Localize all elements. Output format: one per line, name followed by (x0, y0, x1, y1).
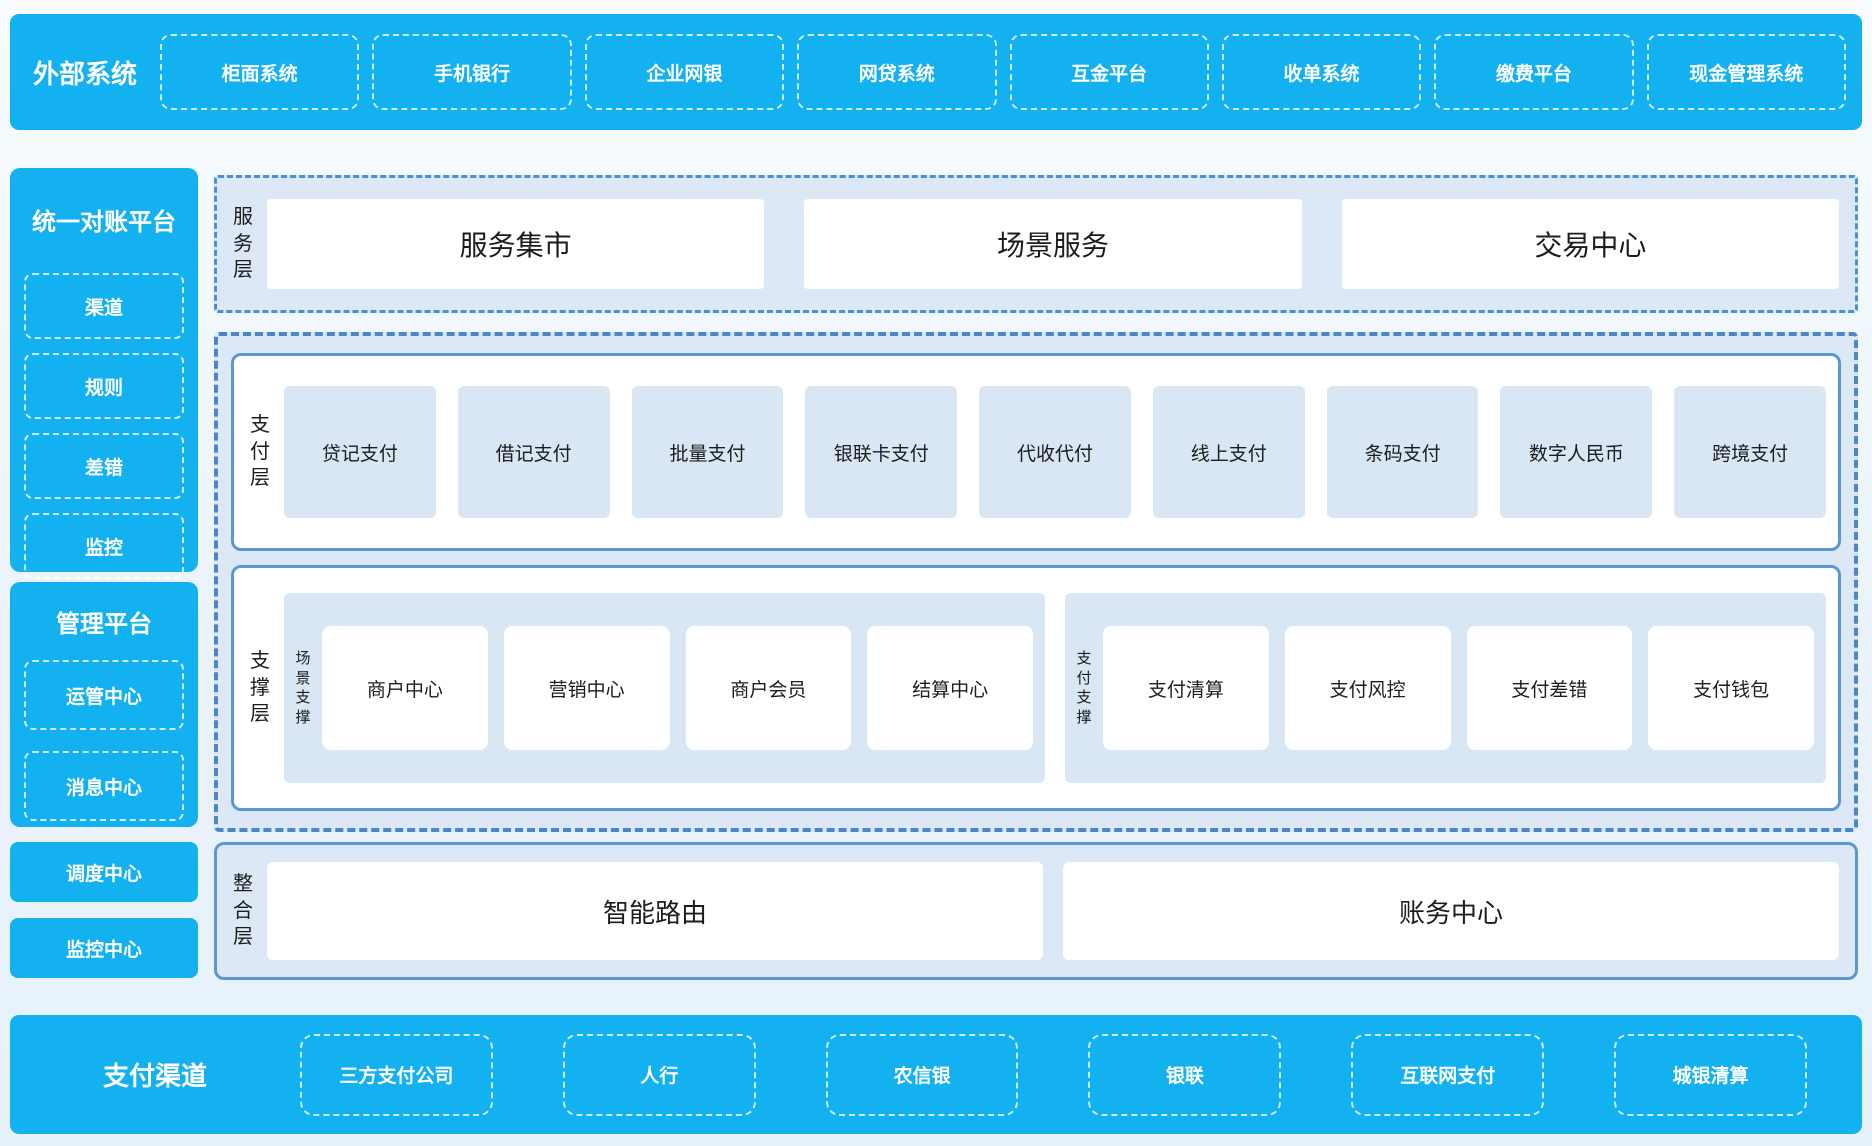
service-box: 服务集市 (267, 199, 765, 289)
scene-support-group: 场景支撑 商户中心 营销中心 商户会员 结算中心 (284, 593, 1045, 783)
external-system-box: 柜面系统 (160, 34, 360, 110)
reconciliation-platform-title: 统一对账平台 (32, 209, 176, 236)
reconciliation-item: 监控 (24, 513, 184, 579)
payment-channel-box: 城银清算 (1614, 1033, 1807, 1116)
scene-support-items: 商户中心 营销中心 商户会员 结算中心 (322, 626, 1033, 750)
service-layer-label: 服务层 (233, 206, 253, 282)
external-system-box: 缴费平台 (1434, 34, 1634, 110)
integration-layer-label: 整合层 (233, 873, 253, 949)
payment-box: 条码支付 (1326, 386, 1479, 518)
support-box: 商户中心 (322, 626, 488, 750)
payment-channel-box: 三方支付公司 (300, 1033, 493, 1116)
payment-channels-title: 支付渠道 (102, 1061, 207, 1091)
service-box: 交易中心 (1341, 199, 1839, 289)
support-box: 支付风控 (1284, 626, 1451, 750)
support-box: 商户会员 (685, 626, 852, 750)
external-system-box: 企业网银 (584, 34, 785, 110)
payment-layer: 支付层 贷记支付 借记支付 批量支付 银联卡支付 代收代付 线上支付 条码支付 … (231, 353, 1841, 551)
payment-channels-bar: 支付渠道 三方支付公司 人行 农信银 银联 互联网支付 城银清算 (10, 1015, 1862, 1134)
support-box: 结算中心 (867, 626, 1033, 750)
payment-channels-items: 三方支付公司 人行 农信银 银联 互联网支付 城银清算 (300, 1033, 1807, 1116)
monitor-center-box: 监控中心 (10, 918, 198, 978)
service-box: 场景服务 (804, 199, 1302, 289)
support-layer-label: 支撑层 (250, 650, 270, 726)
payment-channel-box: 人行 (562, 1033, 756, 1116)
reconciliation-platform-panel: 统一对账平台 渠道 规则 差错 监控 (10, 168, 198, 579)
reconciliation-platform-items: 渠道 规则 差错 监控 (10, 273, 198, 579)
support-box: 支付差错 (1466, 626, 1633, 750)
external-system-box: 网贷系统 (797, 34, 997, 110)
management-platform-title: 管理平台 (56, 611, 152, 638)
external-system-box: 现金管理系统 (1646, 34, 1846, 110)
payment-box: 跨境支付 (1674, 386, 1827, 518)
payment-box: 借记支付 (457, 386, 610, 518)
payment-channel-box: 农信银 (825, 1033, 1019, 1116)
management-item: 运管中心 (24, 660, 184, 730)
payment-box: 代收代付 (979, 386, 1131, 518)
external-systems-title: 外部系统 (32, 58, 137, 89)
payment-layer-label: 支付层 (250, 414, 270, 490)
reconciliation-item: 渠道 (24, 273, 184, 339)
payment-support-items: 支付清算 支付风控 支付差错 支付钱包 (1103, 626, 1814, 750)
external-systems-bar: 外部系统 柜面系统 手机银行 企业网银 网贷系统 互金平台 收单系统 缴费平台 … (10, 14, 1862, 130)
support-box: 营销中心 (503, 626, 670, 750)
reconciliation-item: 差错 (24, 433, 184, 499)
management-platform-panel: 管理平台 运管中心 消息中心 (10, 582, 198, 827)
payment-support-wrapper: 支付层 贷记支付 借记支付 批量支付 银联卡支付 代收代付 线上支付 条码支付 … (214, 332, 1858, 832)
service-layer-items: 服务集市 场景服务 交易中心 (267, 199, 1839, 289)
payment-channel-box: 互联网支付 (1351, 1033, 1545, 1116)
payment-box: 线上支付 (1152, 386, 1305, 518)
external-systems-items: 柜面系统 手机银行 企业网银 网贷系统 互金平台 收单系统 缴费平台 现金管理系… (160, 34, 1846, 110)
support-layer-groups: 场景支撑 商户中心 营销中心 商户会员 结算中心 支付支撑 支付清算 支付风控 … (284, 593, 1826, 783)
integration-layer-items: 智能路由 账务中心 (267, 862, 1839, 960)
reconciliation-item: 规则 (24, 353, 184, 419)
management-platform-items: 运管中心 消息中心 (10, 660, 198, 821)
dispatch-center-box: 调度中心 (10, 842, 198, 902)
management-item: 消息中心 (24, 751, 184, 821)
payment-box: 数字人民币 (1500, 386, 1653, 518)
external-system-box: 手机银行 (372, 34, 572, 110)
support-box: 支付钱包 (1648, 626, 1814, 750)
payment-support-label: 支付支撑 (1076, 650, 1092, 726)
support-box: 支付清算 (1103, 626, 1269, 750)
integration-box: 智能路由 (267, 862, 1043, 960)
service-layer: 服务层 服务集市 场景服务 交易中心 (214, 175, 1858, 313)
payment-support-group: 支付支撑 支付清算 支付风控 支付差错 支付钱包 (1065, 593, 1826, 783)
external-system-box: 收单系统 (1221, 34, 1422, 110)
payment-box: 银联卡支付 (805, 386, 958, 518)
payment-channel-box: 银联 (1088, 1033, 1282, 1116)
payment-layer-items: 贷记支付 借记支付 批量支付 银联卡支付 代收代付 线上支付 条码支付 数字人民… (284, 386, 1827, 518)
scene-support-label: 场景支撑 (295, 650, 311, 726)
external-system-box: 互金平台 (1009, 34, 1209, 110)
support-layer: 支撑层 场景支撑 商户中心 营销中心 商户会员 结算中心 支付支撑 支付清算 支… (231, 565, 1841, 811)
payment-box: 贷记支付 (284, 386, 436, 518)
payment-box: 批量支付 (631, 386, 784, 518)
integration-layer: 整合层 智能路由 账务中心 (214, 842, 1858, 980)
integration-box: 账务中心 (1063, 862, 1839, 960)
